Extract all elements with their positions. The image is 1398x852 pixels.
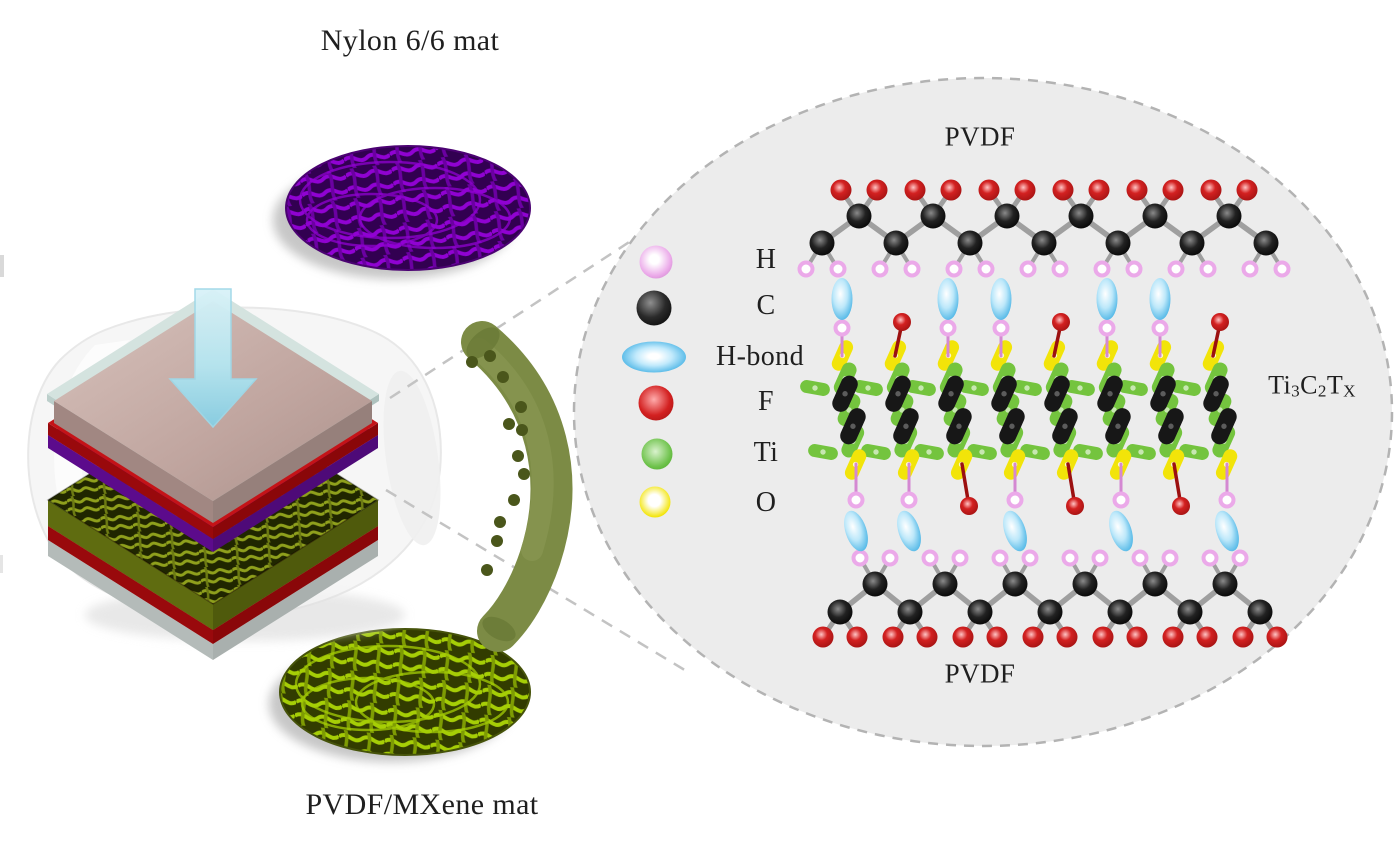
- molecular-model: [797, 179, 1291, 648]
- hydrogen-bonds: [831, 278, 1239, 552]
- nylon-mat-label: Nylon 6/6 mat: [320, 24, 500, 57]
- pvdf-mxene-mat: [269, 628, 531, 762]
- legend-label-hbond: H-bond: [716, 341, 804, 372]
- legend-label-f: F: [758, 386, 774, 417]
- pvdf-top-chain: [797, 179, 1291, 278]
- magnified-view-ellipse: [572, 76, 1394, 748]
- fiber-dots: [466, 350, 530, 576]
- h-bond-icon: [622, 341, 686, 373]
- pvdf-mxene-mat-ellipse: [279, 628, 531, 756]
- mxene-formula-label: Ti3C2TX: [1268, 370, 1356, 401]
- nylon-mat-ellipse: [285, 145, 531, 271]
- edge-artifact: [0, 555, 3, 573]
- sample-fiber: [461, 321, 573, 652]
- zoom-cone-line-top: [389, 233, 641, 400]
- c-atom-icon: [636, 290, 672, 326]
- legend-label-c: C: [756, 290, 776, 321]
- pvdf-mxene-mat-label: PVDF/MXene mat: [305, 788, 539, 821]
- legend-label-o: O: [755, 487, 777, 518]
- press-down-arrow-icon: [168, 288, 258, 429]
- pvdf-top-label: PVDF: [944, 121, 1016, 152]
- legend-label-ti: Ti: [753, 437, 779, 468]
- f-atom-icon: [638, 385, 674, 421]
- h-atom-icon: [639, 245, 673, 279]
- pvdf-bottom-chain: [812, 549, 1288, 648]
- edge-artifact: [0, 255, 4, 277]
- nylon-mat: [273, 145, 531, 279]
- o-atom-icon: [639, 486, 671, 518]
- legend-label-h: H: [755, 244, 777, 275]
- ti-atom-icon: [641, 438, 673, 470]
- pvdf-bottom-label: PVDF: [944, 658, 1016, 689]
- mxene-terminations: [833, 313, 1236, 515]
